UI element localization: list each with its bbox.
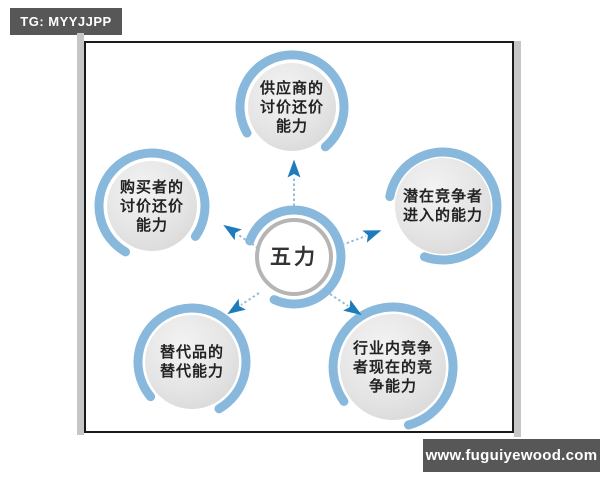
node-substitutes-line: 替代能力 — [159, 363, 224, 380]
node-industry-rivalry-line: 争能力 — [368, 377, 417, 395]
center-node-label: 五力 — [270, 245, 318, 269]
node-industry-rivalry-line: 者现在的竞 — [352, 358, 433, 376]
arc-suppliers — [235, 50, 349, 152]
arc-buyers — [94, 148, 210, 257]
scan-edge-right — [514, 41, 521, 437]
arc-industry-rivalry — [328, 302, 458, 430]
node-buyers-line: 能力 — [135, 216, 168, 234]
node-potential-entrants: 潜在竞争者 进入的能力 — [395, 158, 491, 254]
arrow-to-industry-rivalry — [329, 293, 362, 316]
node-substitutes: 替代品的 替代能力 — [145, 315, 239, 409]
node-suppliers-line: 讨价还价 — [259, 98, 324, 116]
node-suppliers-line: 供应商的 — [259, 79, 324, 97]
website-watermark-text: www.fuguiyewood.com — [425, 447, 598, 464]
arc-potential-entrants — [385, 147, 502, 265]
node-potential-entrants-line: 潜在竞争者 — [402, 188, 483, 205]
node-substitutes-line: 替代品的 — [159, 344, 224, 361]
arrow-to-substitutes — [227, 292, 260, 315]
node-buyers-line: 讨价还价 — [119, 197, 184, 215]
node-industry-rivalry: 行业内竞争 者现在的竞 争能力 — [340, 314, 446, 420]
node-industry-rivalry-line: 行业内竞争 — [352, 339, 433, 357]
scan-edge-left — [77, 33, 84, 435]
node-potential-entrants-line: 进入的能力 — [402, 207, 483, 224]
node-buyers: 购买者的 讨价还价 能力 — [107, 161, 197, 251]
arrow-to-buyers — [223, 224, 259, 249]
telegram-watermark-badge: TG: MYYJJPP — [10, 8, 122, 35]
arc-substitutes — [133, 303, 251, 414]
node-suppliers-line: 能力 — [275, 117, 308, 135]
center-node: 五力 — [255, 218, 333, 296]
node-buyers-line: 购买者的 — [119, 178, 184, 196]
node-suppliers: 供应商的 讨价还价 能力 — [248, 63, 336, 151]
arc-center — [245, 205, 346, 309]
website-watermark-bar: www.fuguiyewood.com — [423, 439, 600, 472]
arrow-to-potential-entrants — [341, 230, 382, 246]
